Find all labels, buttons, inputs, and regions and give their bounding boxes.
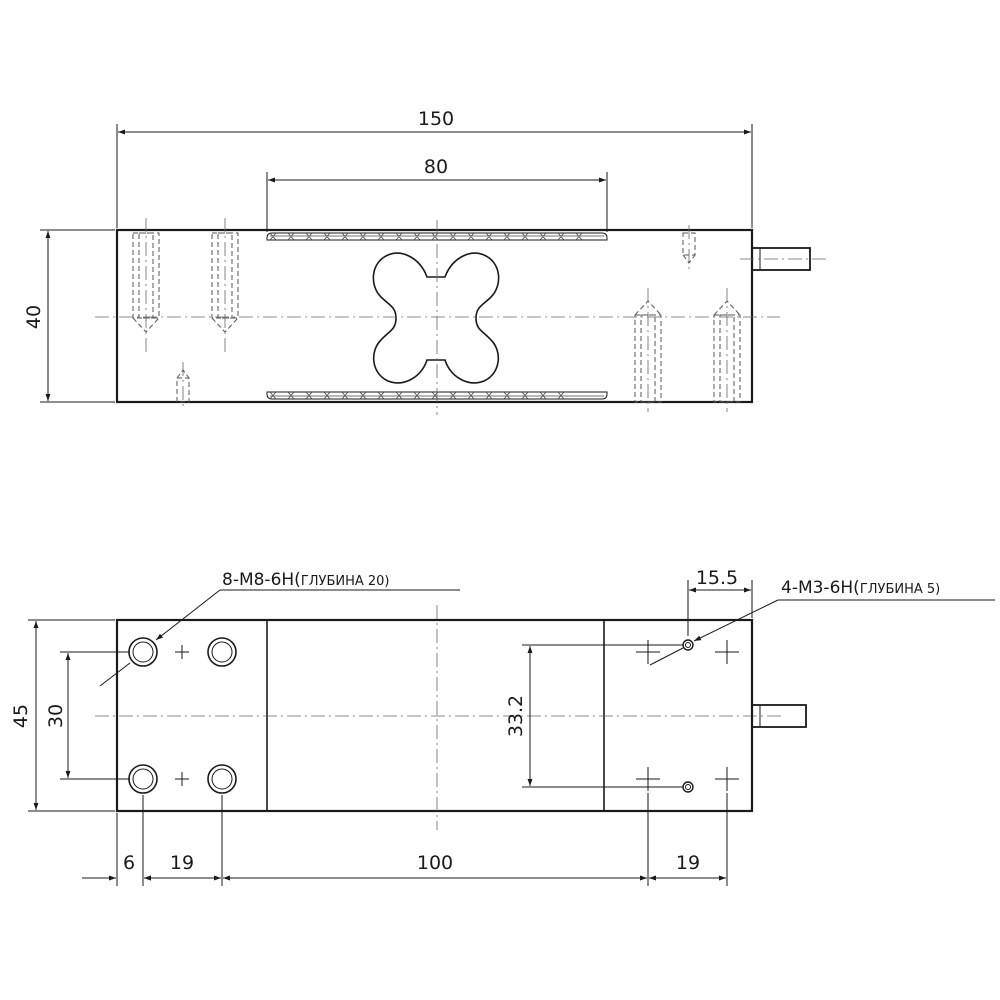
- side-thread-holes-right: [634, 225, 741, 412]
- dim-edge-label: 6: [123, 852, 135, 874]
- dim-hole-spacing-label: 30: [45, 704, 67, 728]
- dim-height-40: 40: [23, 229, 115, 403]
- dim-gauge-80: 80: [266, 156, 608, 232]
- m3-holes: [636, 639, 739, 793]
- dim-left-pitch-label: 19: [170, 852, 194, 874]
- note-m8: 8-M8-6H(ГЛУБИНА 20): [99, 570, 460, 687]
- upper-gauge-recess: [266, 232, 608, 241]
- dim-bottom-chain: 6 19 100 19: [82, 793, 728, 886]
- dim-height-label: 40: [23, 305, 45, 329]
- dim-width-label: 45: [10, 704, 32, 728]
- dim-width-45: 45: [10, 619, 115, 812]
- dim-right-pitch-label: 19: [676, 852, 700, 874]
- dim-m3-spacing-33-2: 33.2: [505, 644, 683, 788]
- dim-m3-spacing-label: 33.2: [505, 695, 527, 737]
- dim-length-150: 150: [116, 108, 753, 228]
- note-m3: 4-M3-6H(ГЛУБИНА 5): [649, 578, 995, 666]
- dim-m3-offset: 15.5: [687, 567, 753, 636]
- note-m8-text: 8-M8-6H(ГЛУБИНА 20): [222, 570, 390, 590]
- dim-gauge-label: 80: [424, 156, 448, 178]
- dim-center-label: 100: [417, 852, 453, 874]
- dim-m3-offset-label: 15.5: [696, 567, 738, 589]
- side-thread-holes-left: [132, 218, 239, 410]
- load-cell-body-side: [115, 228, 754, 404]
- binocular-cutout: [372, 252, 500, 384]
- side-view: 150 80 40: [23, 108, 830, 415]
- plan-view: 8-M8-6H(ГЛУБИНА 20) 4-M3-6H(ГЛУБИНА 5) 1…: [10, 567, 995, 886]
- note-m3-text: 4-M3-6H(ГЛУБИНА 5): [781, 578, 940, 598]
- cable-stub-side: [740, 247, 830, 271]
- dim-length-label: 150: [418, 108, 454, 130]
- dim-hole-spacing-30: 30: [45, 651, 130, 780]
- m8-holes: [128, 637, 237, 794]
- cable-stub-plan: [751, 704, 807, 728]
